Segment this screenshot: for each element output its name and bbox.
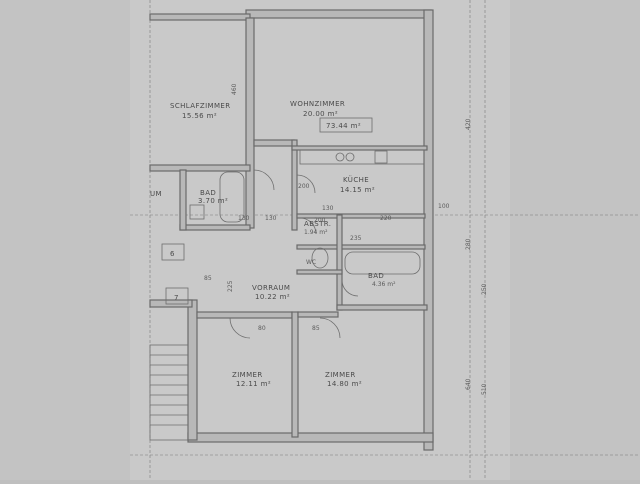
room-area-bad-1: 3.70 m²: [198, 197, 228, 205]
svg-text:100: 100: [438, 203, 450, 210]
total-area: 73.44 m²: [326, 122, 361, 130]
room-name-um: UM: [150, 190, 162, 198]
svg-text:640: 640: [465, 378, 472, 390]
room-area-schlafzimmer: 15.56 m²: [182, 112, 217, 120]
svg-text:280: 280: [465, 238, 472, 250]
room-name-bad-2: BAD: [368, 272, 384, 280]
room-area-kueche: 14.15 m²: [340, 186, 375, 194]
inner-walls: [149, 17, 428, 438]
unit-marker-7: 7: [165, 287, 189, 305]
svg-text:420: 420: [465, 118, 472, 130]
sink: [189, 204, 205, 220]
svg-text:130: 130: [238, 215, 250, 222]
total-area-box: [319, 117, 373, 133]
room-name-abstr: ABSTR.: [304, 220, 331, 228]
door-swings: [229, 169, 359, 339]
kitchen-counter: [299, 149, 425, 165]
bathtub-2: [344, 251, 421, 275]
svg-text:6: 6: [170, 250, 175, 258]
svg-text:460: 460: [231, 83, 238, 95]
svg-text:220: 220: [380, 215, 392, 222]
room-area-abstr: 1.94 m²: [304, 229, 328, 236]
svg-text:85: 85: [204, 275, 212, 282]
room-name-bad-1: BAD: [200, 189, 216, 197]
svg-text:130: 130: [265, 215, 277, 222]
room-name-zimmer-1: ZIMMER: [232, 371, 263, 379]
room-name-zimmer-2: ZIMMER: [325, 371, 356, 379]
room-name-schlafzimmer: SCHLAFZIMMER: [170, 102, 231, 110]
svg-text:85: 85: [312, 325, 320, 332]
room-area-bad-2: 4.36 m²: [372, 281, 396, 288]
svg-text:235: 235: [350, 235, 362, 242]
room-area-wohnzimmer: 20.00 m²: [303, 110, 338, 118]
room-area-zimmer-2: 14.80 m²: [327, 380, 362, 388]
bathtub-1: [219, 171, 245, 223]
staircase: [149, 344, 189, 441]
room-name-wc: WC: [306, 259, 316, 266]
svg-text:130: 130: [322, 205, 334, 212]
room-area-zimmer-1: 12.11 m²: [236, 380, 271, 388]
room-area-vorraum: 10.22 m²: [255, 293, 290, 301]
room-name-wohnzimmer: WOHNZIMMER: [290, 100, 345, 108]
svg-text:200: 200: [298, 183, 310, 190]
svg-text:250: 250: [481, 283, 488, 295]
svg-text:80: 80: [258, 325, 266, 332]
room-name-kueche: KÜCHE: [343, 175, 369, 184]
toilet: [311, 247, 329, 269]
svg-text:200: 200: [314, 217, 326, 224]
svg-text:7: 7: [174, 294, 179, 302]
svg-text:510: 510: [481, 383, 488, 395]
svg-text:225: 225: [227, 280, 234, 292]
dimension-labels: 460 420 280 250 640 130 130 130 220 200 …: [204, 83, 488, 395]
unit-marker-6: 6: [161, 243, 185, 261]
room-name-vorraum: VORRAUM: [252, 284, 290, 292]
sheet-area: [130, 0, 510, 480]
